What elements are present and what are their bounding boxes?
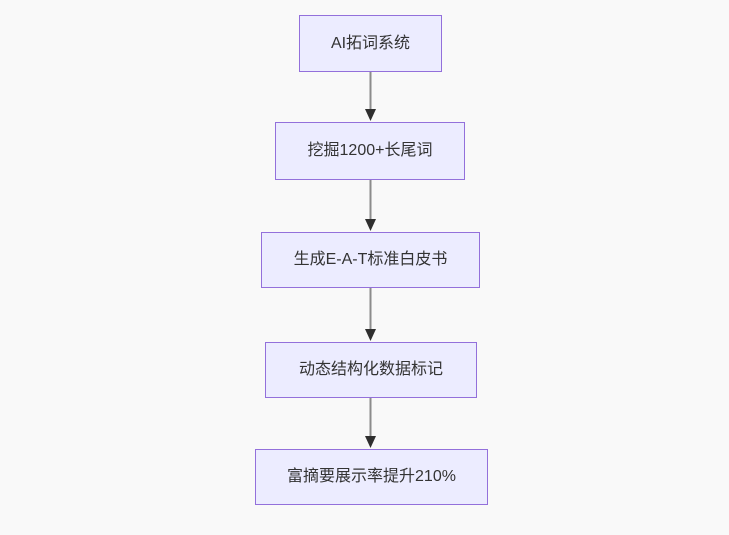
flowchart-node-eat-whitepaper: 生成E-A-T标准白皮书 <box>261 232 480 288</box>
edge-arrow <box>365 72 376 121</box>
flowchart-node-structured-data: 动态结构化数据标记 <box>265 342 477 398</box>
node-label: 富摘要展示率提升210% <box>287 468 456 485</box>
edge-arrow <box>365 180 376 231</box>
flowchart-node-ai-word-expansion: AI拓词系统 <box>299 15 442 72</box>
node-label: AI拓词系统 <box>330 34 411 52</box>
flowchart-node-longtail-mining: 挖掘1200+长尾词 <box>275 122 465 180</box>
edge-arrow <box>365 288 376 341</box>
edge-arrow <box>365 398 376 448</box>
node-label: 动态结构化数据标记 <box>298 361 443 378</box>
node-label: 挖掘1200+长尾词 <box>307 142 433 159</box>
flowchart-node-rich-snippet-result: 富摘要展示率提升210% <box>255 449 488 505</box>
node-label: 生成E-A-T标准白皮书 <box>293 251 448 268</box>
